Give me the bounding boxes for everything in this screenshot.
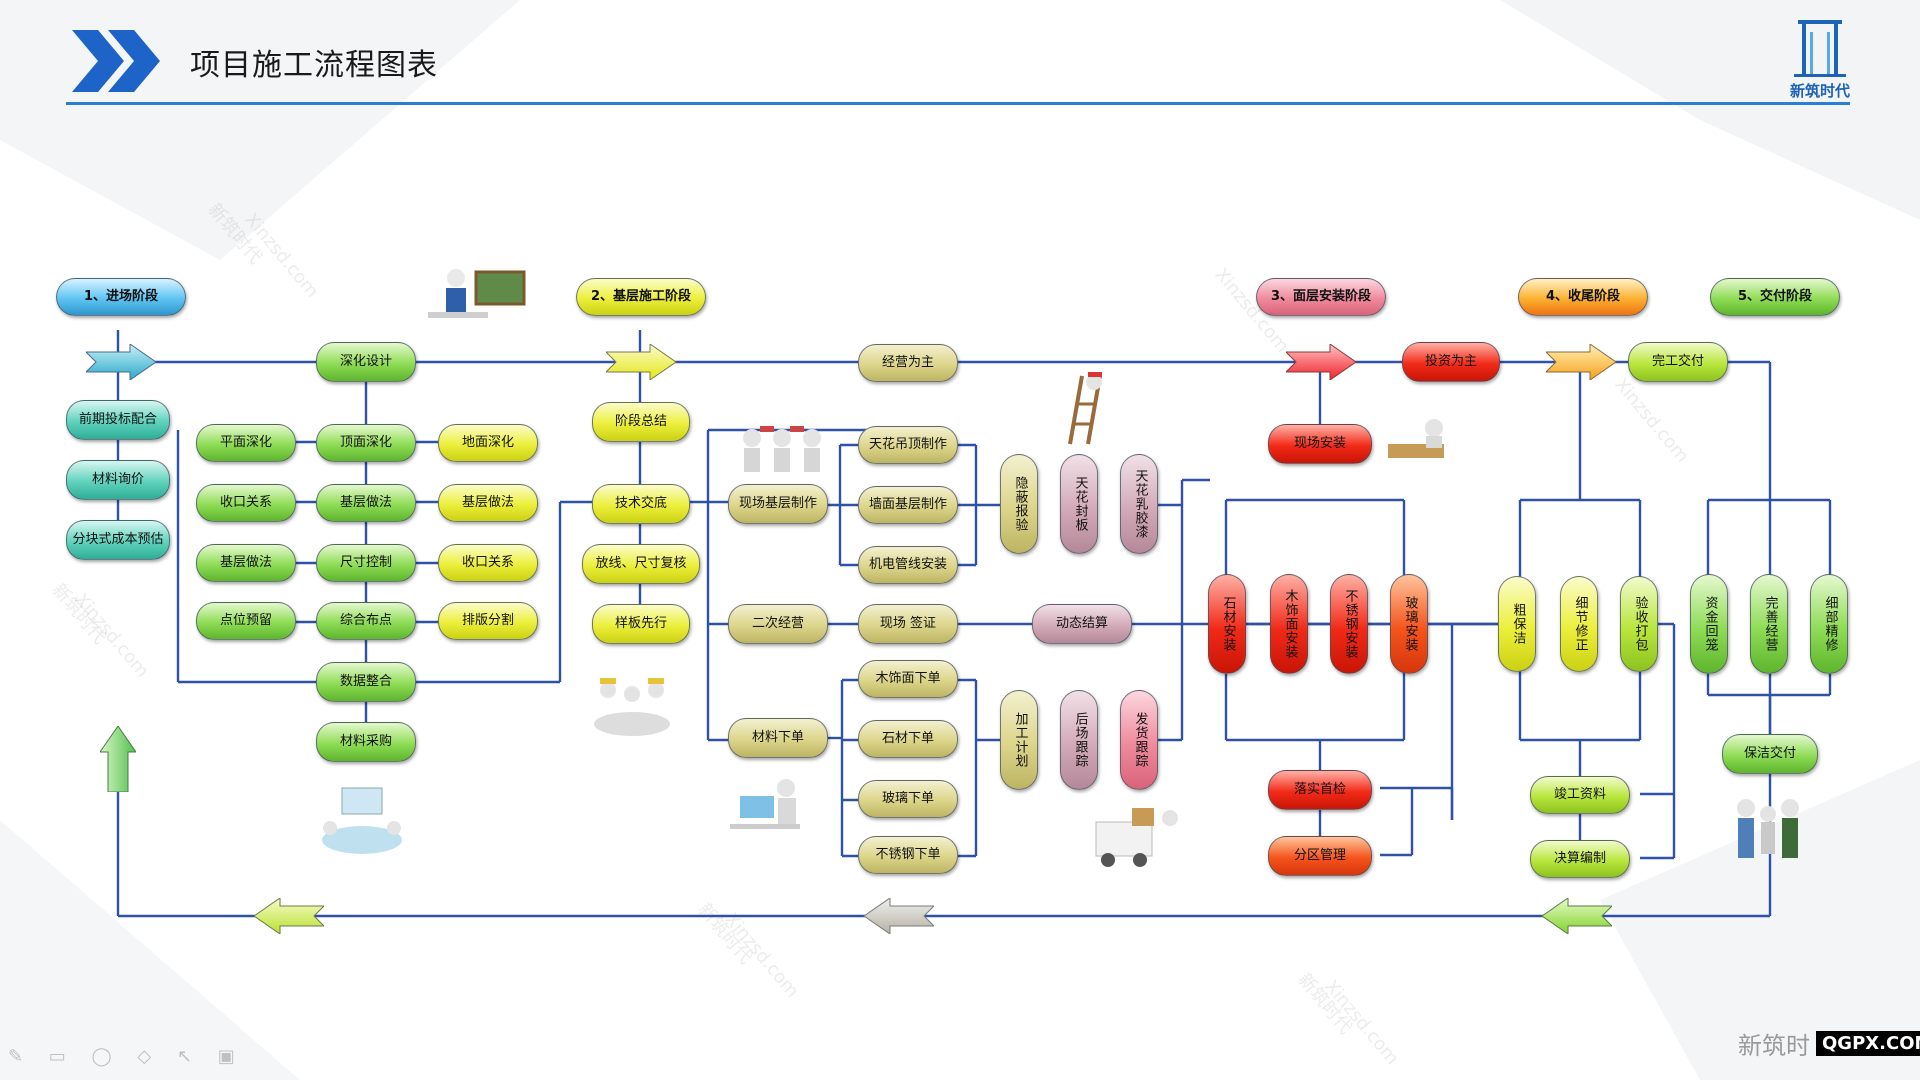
node-base-method-mid: 基层做法 [316, 484, 416, 522]
node-plane-deepen: 平面深化 [196, 424, 296, 462]
flow-arrow-icon [1286, 344, 1357, 380]
node-ceiling-frame: 天花吊顶制作 [858, 426, 958, 464]
up-arrow-icon [100, 726, 136, 792]
node-operation-focus: 经营为主 [858, 344, 958, 382]
node-stage-summary: 阶段总结 [592, 402, 690, 442]
node-backyard-tracking: 后场跟踪 [1060, 690, 1098, 790]
node-completion-docs: 竣工资料 [1530, 776, 1630, 814]
node-base-method-left: 基层做法 [196, 544, 296, 582]
node-data-integration: 数据整合 [316, 662, 416, 702]
node-deepen-design: 深化设计 [316, 342, 416, 382]
node-investment-focus: 投资为主 [1402, 342, 1500, 382]
node-steel-order: 不锈钢下单 [858, 836, 958, 874]
node-base-method-right: 基层做法 [438, 484, 538, 522]
node-zone-management: 分区管理 [1268, 836, 1372, 876]
node-clean-delivery: 保洁交付 [1722, 734, 1818, 774]
page-title: 项目施工流程图表 [190, 48, 438, 83]
node-stone-order: 石材下单 [858, 720, 958, 758]
node-hidden-inspection: 隐蔽报验 [1000, 454, 1038, 554]
node-sample-first: 样板先行 [592, 604, 690, 644]
node-steel-install: 不锈钢安装 [1330, 574, 1368, 674]
node-material-purchase: 材料采购 [316, 722, 416, 762]
corner-watermark-text: 新筑时 [1738, 1032, 1810, 1060]
meeting-illustration [594, 678, 670, 736]
node-site-install: 现场安装 [1268, 424, 1372, 464]
back-arrow-icon [1541, 898, 1612, 934]
back-arrow-icon [863, 898, 934, 934]
flow-arrow-icon [1546, 344, 1617, 380]
node-wood-install: 木饰面安装 [1270, 574, 1308, 674]
node-shipping-tracking: 发货跟踪 [1120, 690, 1158, 790]
node-improve-operation: 完善经营 [1750, 574, 1788, 674]
header-chevron-icon [72, 30, 160, 92]
flow-arrow-icon [606, 344, 677, 380]
node-wood-order: 木饰面下单 [858, 660, 958, 698]
node-glass-order: 玻璃下单 [858, 780, 958, 818]
stage-delivery: 5、交付阶段 [1710, 278, 1840, 316]
computer-worker-illustration [730, 779, 800, 829]
stage-base-construction: 2、基层施工阶段 [576, 278, 706, 316]
node-secondary-operation: 二次经营 [728, 604, 828, 644]
stage-finishing: 4、收尾阶段 [1518, 278, 1648, 316]
node-processing-plan: 加工计划 [1000, 690, 1038, 790]
workers-group-illustration [743, 426, 821, 472]
delivery-truck-illustration [1095, 808, 1178, 867]
node-dynamic-settlement: 动态结算 [1032, 604, 1132, 644]
node-cost-estimate: 分块式成本预估 [66, 520, 170, 560]
node-site-base-making: 现场基层制作 [728, 484, 828, 524]
node-closure-left: 收口关系 [196, 484, 296, 522]
ladder-worker-illustration [1068, 372, 1102, 445]
back-arrow-icon [253, 898, 324, 934]
flow-arrow-icon [86, 344, 157, 380]
corner-site-badge: QGPX.COM [1816, 1031, 1920, 1056]
node-stone-install: 石材安装 [1208, 574, 1246, 674]
node-mep-install: 机电管线安装 [858, 546, 958, 584]
node-typeset-split: 排版分割 [438, 602, 538, 640]
stage-entry: 1、进场阶段 [56, 278, 186, 316]
header-divider [66, 102, 1850, 105]
node-survey-review: 放线、尺寸复核 [582, 544, 700, 584]
node-site-visa: 现场 签证 [858, 604, 958, 644]
node-detail-refine: 细部精修 [1810, 574, 1848, 674]
node-acceptance-pack: 验收打包 [1620, 576, 1658, 672]
node-ceiling-seal: 天花封板 [1060, 454, 1098, 554]
node-comprehensive-layout: 综合布点 [316, 602, 416, 640]
handshake-illustration [1737, 799, 1799, 858]
stage-surface-install: 3、面层安装阶段 [1256, 278, 1386, 316]
node-point-reserve: 点位预留 [196, 602, 296, 640]
slide-tools[interactable]: ✎ ▭ ◯ ◇ ↖ ▣ [8, 1046, 245, 1067]
brand-logo-text: 新筑时代 [1789, 82, 1850, 100]
node-tech-briefing: 技术交底 [592, 484, 690, 524]
node-size-control: 尺寸控制 [316, 544, 416, 582]
node-wall-base: 墙面基层制作 [858, 486, 958, 524]
node-ceiling-deepen: 顶面深化 [316, 424, 416, 462]
node-floor-deepen: 地面深化 [438, 424, 538, 462]
node-closure-right: 收口关系 [438, 544, 538, 582]
node-material-inquiry: 材料询价 [66, 460, 170, 500]
carpenter-illustration [1388, 419, 1444, 458]
brand-logo-icon [1794, 20, 1846, 77]
node-final-budget: 决算编制 [1530, 840, 1630, 878]
node-detail-fix: 细节修正 [1560, 576, 1598, 672]
conference-illustration [322, 787, 402, 854]
node-bid-support: 前期投标配合 [66, 400, 170, 440]
node-first-inspection: 落实首检 [1268, 770, 1372, 810]
node-fund-recovery: 资金回笼 [1690, 574, 1728, 674]
office-worker-illustration [428, 269, 526, 318]
node-completion-delivery: 完工交付 [1628, 342, 1728, 382]
node-material-order: 材料下单 [728, 718, 828, 758]
node-rough-clean: 粗保洁 [1498, 576, 1536, 672]
node-glass-install: 玻璃安装 [1390, 574, 1428, 674]
node-ceiling-latex: 天花乳胶漆 [1120, 454, 1158, 554]
